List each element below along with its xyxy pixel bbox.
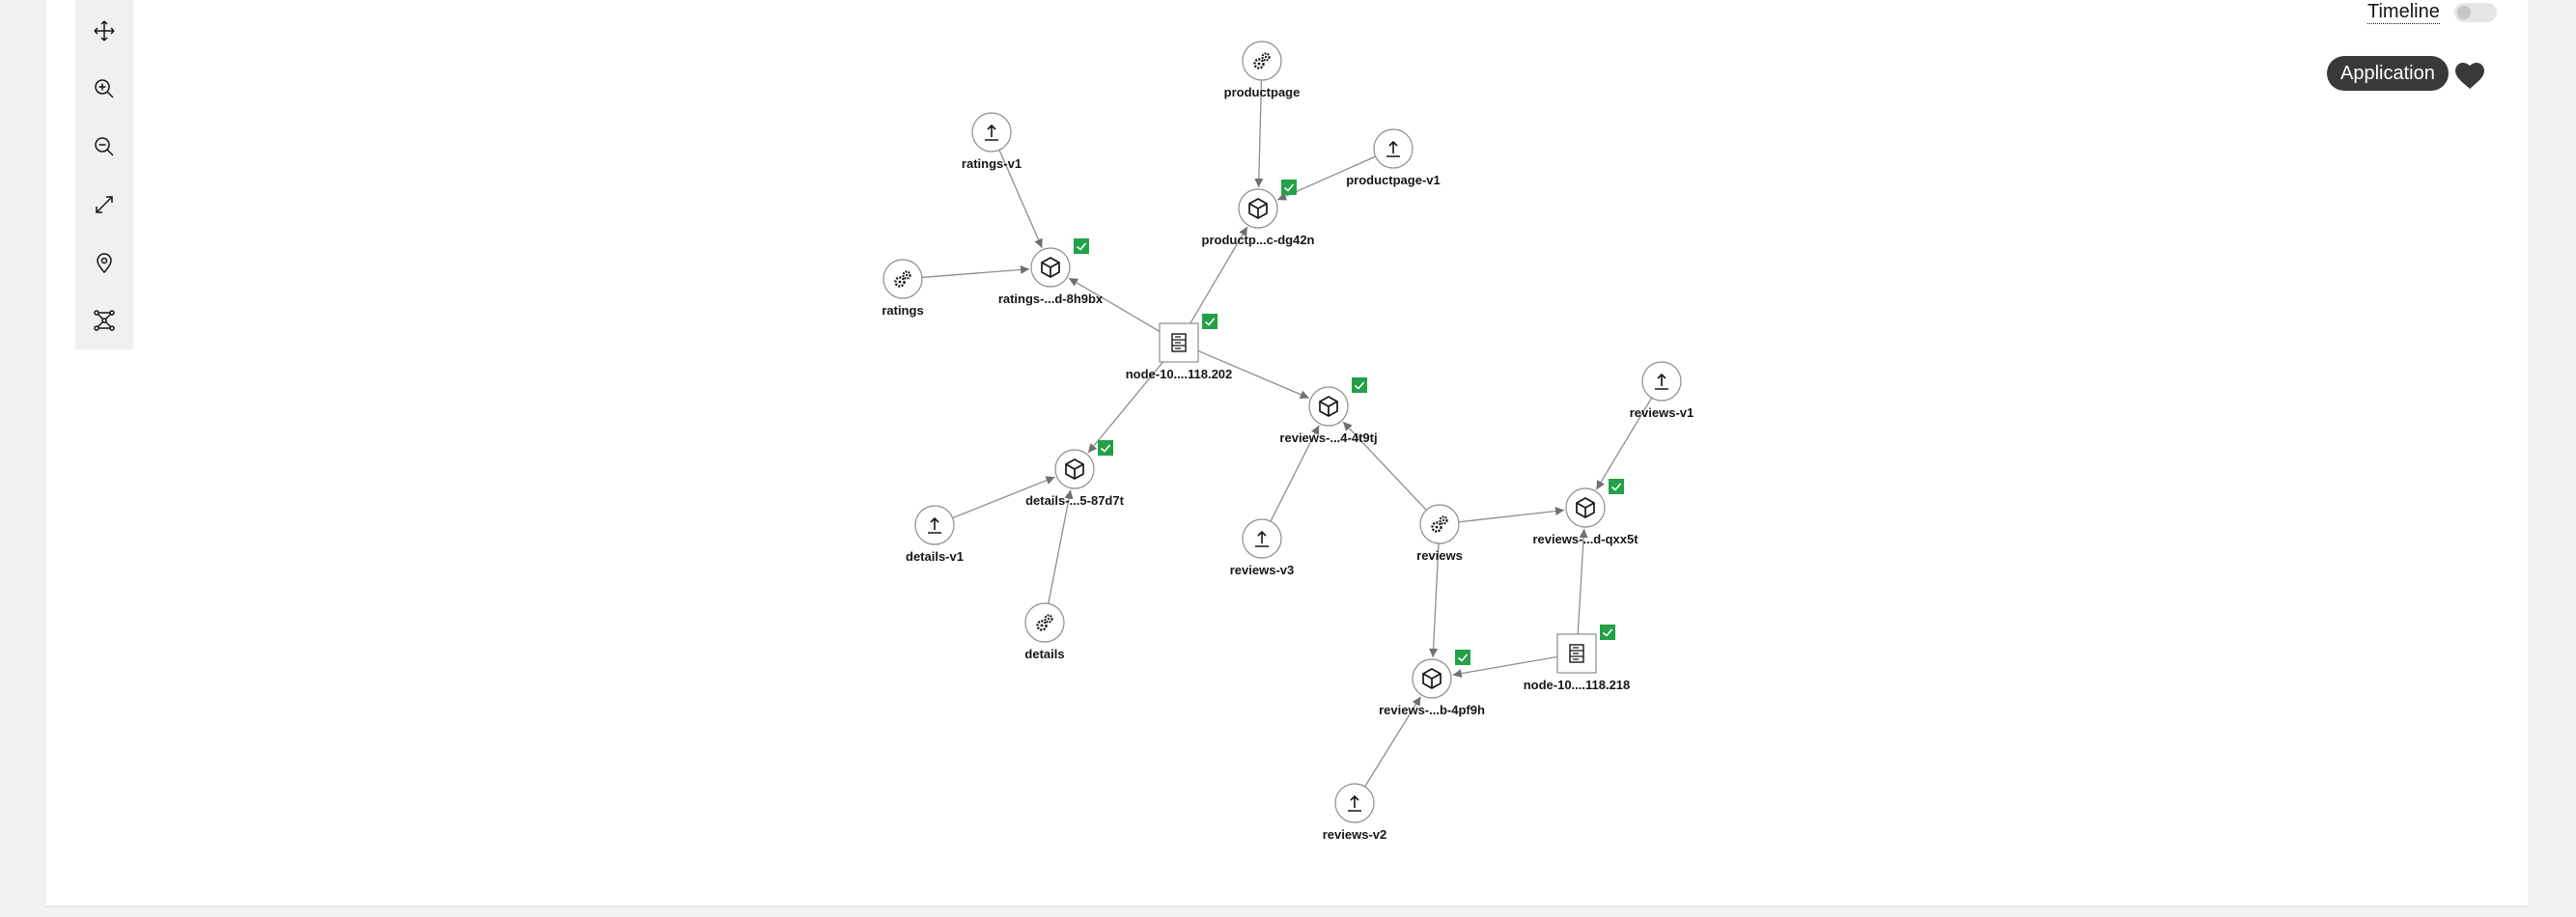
status-ok-icon	[1455, 650, 1470, 665]
node-label: details	[1024, 647, 1064, 661]
graph-node-productpage-v1[interactable]: productpage-v1	[1346, 128, 1441, 187]
status-ok-icon	[1202, 314, 1218, 329]
graph-node-reviews-v2[interactable]: reviews-v2	[1323, 783, 1387, 842]
graph-node-reviews-pod-3[interactable]: reviews-...4-4t9tj	[1279, 377, 1378, 445]
graph-edge[interactable]	[1270, 425, 1320, 522]
timeline-label[interactable]: Timeline	[2367, 1, 2440, 24]
node-label: productpage-v1	[1346, 173, 1441, 187]
graph-node-node-202[interactable]: node-10....118.202	[1126, 314, 1233, 381]
graph-node-reviews-pod-1[interactable]: reviews-...d-qxx5t	[1532, 479, 1638, 546]
node-label: reviews-...b-4pf9h	[1379, 703, 1485, 717]
graph-edge[interactable]	[1068, 277, 1163, 334]
status-ok-icon	[1281, 180, 1297, 195]
node-label: ratings-...d-8h9bx	[998, 292, 1104, 306]
graph-node-reviews-pod-2[interactable]: reviews-...b-4pf9h	[1379, 650, 1485, 717]
topology-canvas[interactable]	[46, 0, 2528, 907]
status-ok-icon	[1600, 625, 1615, 640]
gears-icon	[1036, 614, 1053, 631]
graph-edge[interactable]	[1196, 349, 1310, 400]
node-label: reviews-v2	[1323, 827, 1387, 842]
graph-edge[interactable]	[921, 264, 1030, 279]
graph-edge[interactable]	[1363, 696, 1421, 788]
graph-edge[interactable]	[1595, 397, 1653, 490]
graph-node-reviews-v1[interactable]: reviews-v1	[1630, 361, 1694, 420]
view-badge[interactable]: Application	[2327, 56, 2449, 91]
zoom-out-icon[interactable]	[87, 129, 122, 164]
status-ok-icon	[1352, 377, 1367, 393]
graph-edge[interactable]	[1577, 528, 1588, 635]
graph-node-node-218[interactable]: node-10....118.218	[1524, 625, 1631, 692]
cube-icon	[1319, 396, 1338, 417]
gears-icon	[894, 270, 911, 288]
graph-edge[interactable]	[1429, 542, 1440, 658]
node-label: reviews	[1416, 548, 1463, 563]
graph-node-ratings-v1[interactable]: ratings-v1	[962, 112, 1022, 171]
upload-icon	[1386, 140, 1400, 157]
server-icon	[1569, 644, 1584, 663]
graph-edge[interactable]	[1452, 655, 1558, 679]
node-label: ratings-v1	[962, 156, 1022, 171]
zoom-in-icon[interactable]	[87, 71, 122, 106]
status-ok-icon	[1609, 479, 1624, 494]
status-ok-icon	[1074, 238, 1089, 254]
graph-edge[interactable]	[1087, 357, 1167, 454]
graph-node-ratings-pod[interactable]: ratings-...d-8h9bx	[998, 238, 1104, 306]
graph-edge[interactable]	[1254, 79, 1264, 188]
status-ok-icon	[1098, 440, 1113, 456]
node-label: details-...5-87d7t	[1025, 493, 1125, 508]
upload-icon	[1655, 373, 1668, 390]
cube-icon	[1422, 668, 1442, 689]
graph-toolbar	[75, 0, 133, 349]
location-icon[interactable]	[87, 245, 122, 280]
graph-node-details-pod[interactable]: details-...5-87d7t	[1025, 440, 1125, 508]
gears-icon	[1431, 515, 1448, 533]
move-icon[interactable]	[87, 14, 122, 48]
graph-edge[interactable]	[1342, 421, 1427, 511]
graph-edge[interactable]	[1458, 506, 1565, 523]
toggle-knob	[2457, 6, 2471, 19]
node-label: details-v1	[906, 549, 964, 564]
node-label: node-10....118.202	[1126, 367, 1233, 381]
upload-icon	[1255, 530, 1269, 547]
node-label: productp...c-dg42n	[1202, 233, 1315, 247]
graph-node-reviews-v3[interactable]: reviews-v3	[1230, 518, 1295, 577]
fit-to-screen-icon[interactable]	[87, 187, 122, 222]
node-label: reviews-...4-4t9tj	[1279, 431, 1377, 445]
node-label: reviews-v3	[1230, 563, 1295, 577]
cube-icon	[1041, 257, 1060, 278]
graph-edge[interactable]	[998, 150, 1043, 249]
timeline-toggle[interactable]	[2454, 3, 2497, 22]
gears-icon	[1253, 52, 1271, 69]
topology-icon[interactable]	[87, 303, 122, 338]
node-label: ratings	[882, 303, 923, 318]
server-icon	[1171, 333, 1187, 352]
graph-node-productp-pod[interactable]: productp...c-dg42n	[1202, 180, 1315, 247]
node-label: node-10....118.218	[1524, 678, 1631, 692]
graph-edge[interactable]	[1048, 489, 1074, 604]
graph-node-reviews[interactable]: reviews	[1416, 504, 1463, 563]
cube-icon	[1248, 198, 1268, 219]
node-label: reviews-...d-qxx5t	[1532, 532, 1638, 546]
heart-icon[interactable]	[2452, 58, 2487, 91]
upload-icon	[985, 124, 998, 141]
graph-node-details[interactable]: details	[1024, 602, 1065, 661]
graph-edge[interactable]	[952, 476, 1055, 519]
graph-node-ratings[interactable]: ratings	[882, 259, 924, 318]
graph-node-productpage[interactable]: productpage	[1224, 41, 1301, 99]
graph-edge[interactable]	[1188, 226, 1248, 327]
cube-icon	[1576, 497, 1595, 518]
graph-node-details-v1[interactable]: details-v1	[906, 505, 964, 564]
upload-icon	[928, 516, 941, 534]
node-label: productpage	[1224, 85, 1301, 99]
node-label: reviews-v1	[1630, 405, 1694, 420]
upload-icon	[1348, 794, 1361, 812]
cube-icon	[1065, 458, 1084, 480]
